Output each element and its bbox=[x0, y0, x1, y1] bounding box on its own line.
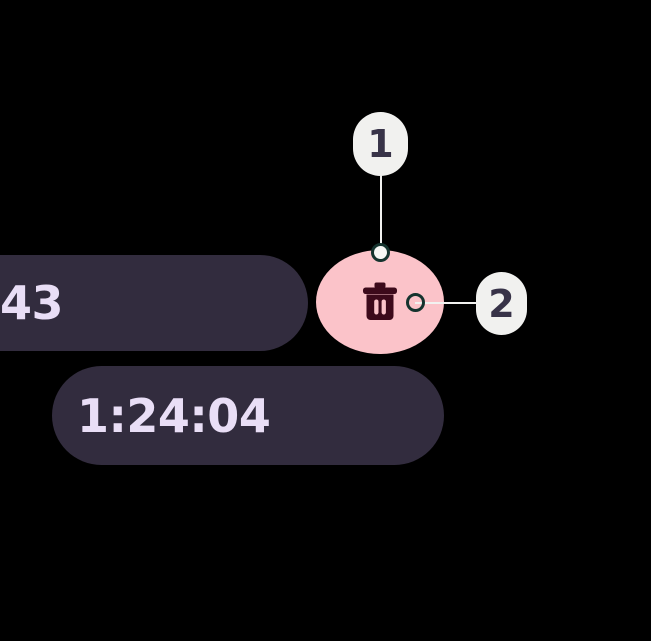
count-pill[interactable]: 43 bbox=[0, 255, 308, 351]
count-pill-label: 43 bbox=[0, 276, 64, 330]
annotation-badge-1-label: 1 bbox=[367, 122, 394, 166]
timer-pill-label: 1:24:04 bbox=[77, 388, 271, 443]
annotation-badge-2[interactable]: 2 bbox=[476, 272, 527, 335]
trash-icon bbox=[362, 282, 398, 322]
timer-pill[interactable]: 1:24:04 bbox=[52, 366, 444, 465]
annotation-badge-2-label: 2 bbox=[488, 281, 515, 326]
annotation-anchor-ring-1 bbox=[371, 243, 390, 262]
annotation-anchor-ring-2 bbox=[406, 293, 425, 312]
annotation-connector-line-1 bbox=[380, 175, 382, 253]
annotation-connector-line-2 bbox=[415, 302, 479, 304]
annotation-badge-1[interactable]: 1 bbox=[353, 112, 408, 176]
